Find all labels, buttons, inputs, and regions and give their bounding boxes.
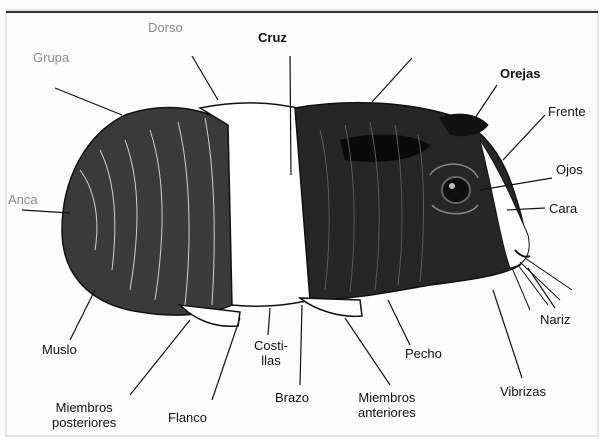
guinea-pig-figure	[62, 103, 572, 327]
label-costillas-line1: Costi-	[254, 338, 288, 353]
label-miembros-posteriores-line2: posteriores	[52, 415, 116, 430]
eye	[442, 177, 470, 203]
leader-muslo	[70, 290, 95, 340]
leader-cuello	[372, 58, 412, 102]
leader-flanco	[212, 318, 240, 400]
eye-highlight	[449, 183, 455, 189]
rump-fur	[62, 108, 232, 316]
label-brazo: Brazo	[275, 390, 309, 405]
label-miembros-posteriores-line1: Miembros	[52, 400, 116, 415]
label-pecho: Pecho	[405, 346, 442, 361]
leader-nariz	[528, 268, 555, 308]
leader-costillas	[268, 308, 270, 335]
label-anca: Anca	[8, 192, 38, 207]
label-grupa: Grupa	[33, 50, 69, 65]
whiskers	[512, 258, 572, 310]
leader-miembros-anteriores	[345, 318, 390, 385]
label-costillas: Costi- llas	[254, 338, 288, 368]
label-cara: Cara	[549, 201, 577, 216]
leader-orejas	[475, 85, 497, 118]
leader-dorso	[192, 56, 218, 100]
leader-grupa	[55, 88, 122, 115]
label-vibrizas: Vibrizas	[500, 384, 546, 399]
leader-vibrizas	[493, 290, 522, 378]
label-cruz: Cruz	[258, 30, 287, 45]
label-orejas: Orejas	[500, 66, 540, 81]
label-costillas-line2: llas	[254, 353, 288, 368]
hind-foot	[180, 305, 240, 326]
label-miembros-posteriores: Miembros posteriores	[52, 400, 116, 430]
leader-brazo	[300, 305, 302, 385]
label-muslo: Muslo	[42, 342, 77, 357]
head-fur	[295, 103, 525, 300]
leader-miembros-posteriores	[130, 320, 190, 395]
leader-pecho	[388, 300, 410, 345]
label-dorso: Dorso	[148, 20, 183, 35]
label-miembros-anteriores-line2: anteriores	[358, 405, 416, 420]
label-frente: Frente	[548, 104, 586, 119]
label-miembros-anteriores-line1: Miembros	[358, 390, 416, 405]
leader-frente	[503, 115, 545, 160]
label-flanco: Flanco	[168, 410, 207, 425]
label-miembros-anteriores: Miembros anteriores	[358, 390, 416, 420]
front-foot	[300, 298, 362, 316]
label-ojos: Ojos	[556, 162, 583, 177]
label-nariz: Nariz	[540, 312, 570, 327]
